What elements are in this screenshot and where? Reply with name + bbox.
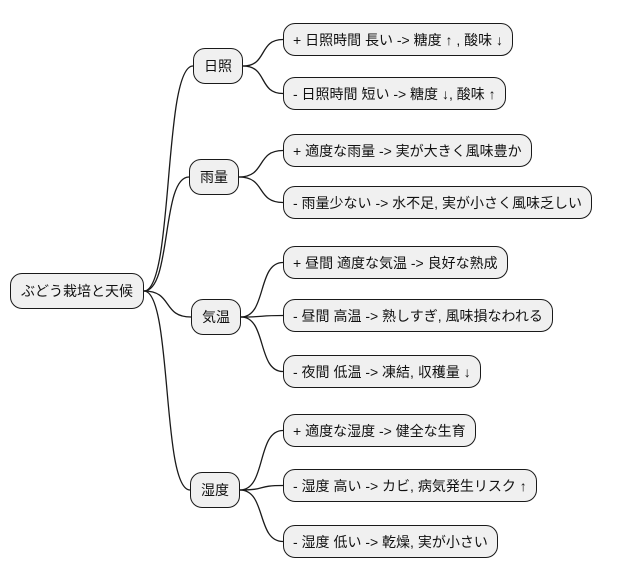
branch-node-sunlight: 日照 xyxy=(193,48,243,84)
leaf-node-rainfall-positive: + 適度な雨量 -> 実が大きく風味豊か xyxy=(283,134,532,167)
leaf-node-rainfall-negative: - 雨量少ない -> 水不足, 実が小さく風味乏しい xyxy=(283,186,592,219)
leaf-node-sunlight-positive: + 日照時間 長い -> 糖度 ↑ , 酸味 ↓ xyxy=(283,23,514,56)
leaf-node-humidity-high-negative: - 湿度 高い -> カビ, 病気発生リスク ↑ xyxy=(283,469,537,502)
leaf-node-humidity-positive: + 適度な湿度 -> 健全な生育 xyxy=(283,414,476,447)
leaf-node-humidity-low-negative: - 湿度 低い -> 乾燥, 実が小さい xyxy=(283,525,498,558)
leaf-node-temperature-night-negative: - 夜間 低温 -> 凍結, 収穫量 ↓ xyxy=(283,355,481,388)
root-node-grape-cultivation-weather: ぶどう栽培と天候 xyxy=(10,273,144,309)
leaf-node-sunlight-negative: - 日照時間 短い -> 糖度 ↓, 酸味 ↑ xyxy=(283,77,506,110)
branch-node-temperature: 気温 xyxy=(191,299,241,335)
branch-node-humidity: 湿度 xyxy=(190,472,240,508)
branch-node-rainfall: 雨量 xyxy=(189,159,239,195)
leaf-node-temperature-daytime-negative: - 昼間 高温 -> 熟しすぎ, 風味損なわれる xyxy=(283,299,553,332)
leaf-node-temperature-daytime-positive: + 昼間 適度な気温 -> 良好な熟成 xyxy=(283,246,508,279)
